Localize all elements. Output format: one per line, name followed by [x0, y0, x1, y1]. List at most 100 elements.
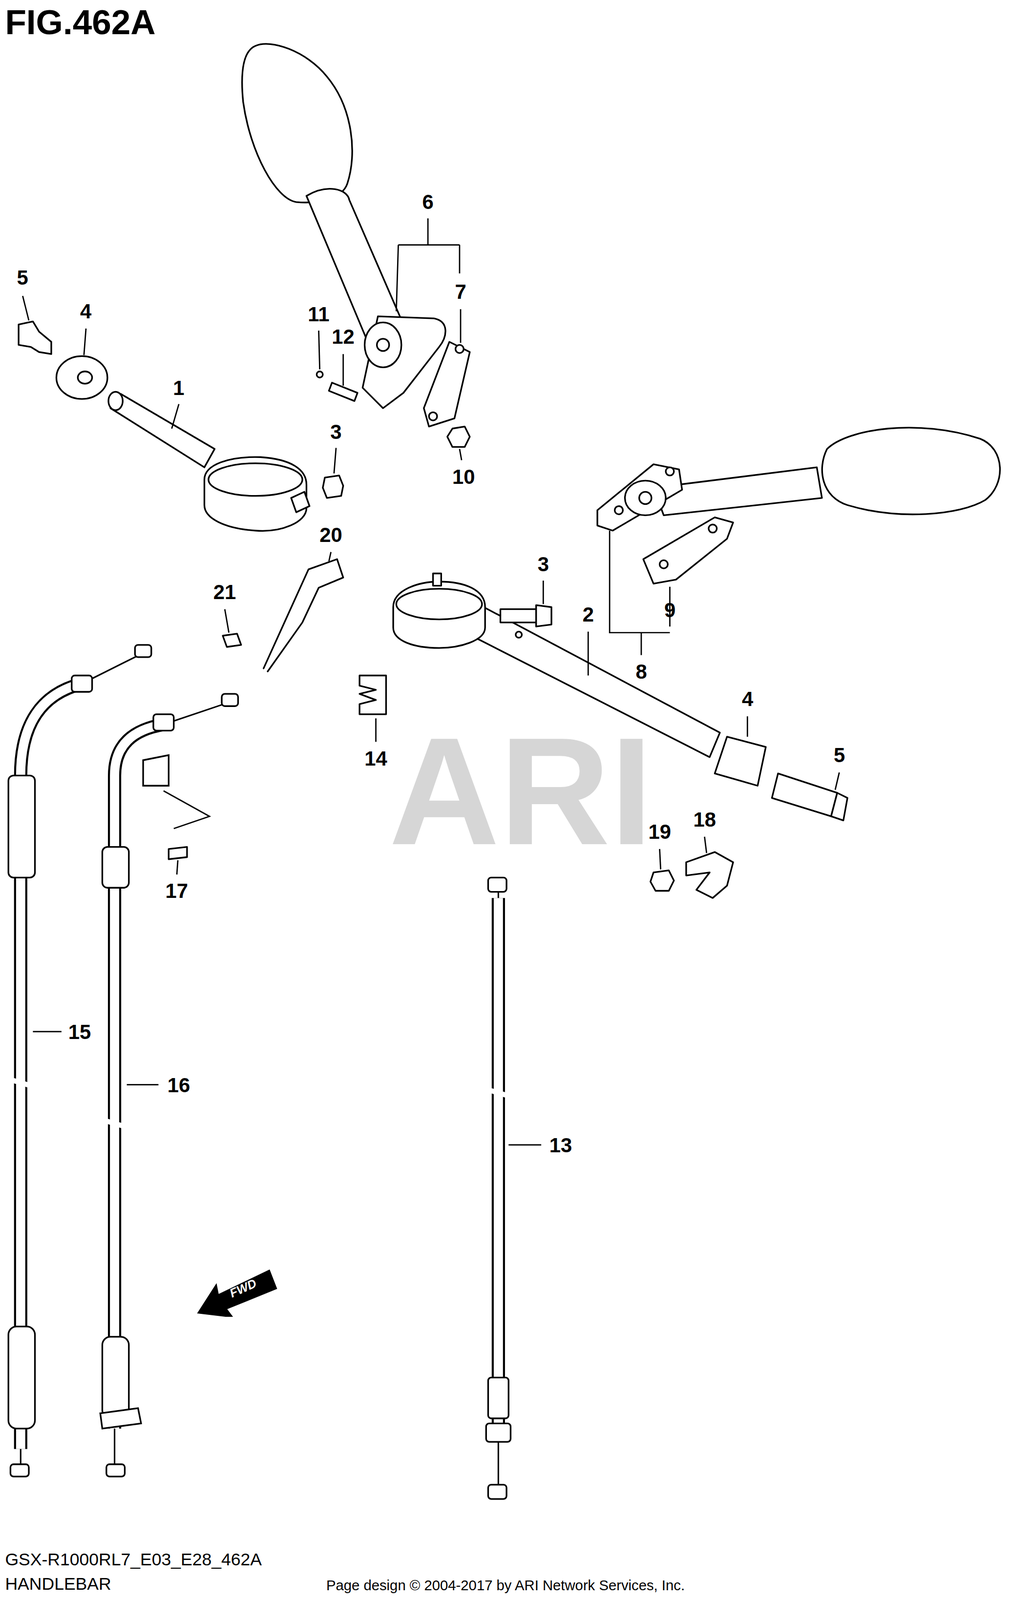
- callout-number: 14: [364, 748, 388, 770]
- callout-number: 4: [741, 689, 754, 710]
- callout-number: 13: [549, 1135, 573, 1157]
- drawing-part: [171, 404, 180, 429]
- drawing-part: [113, 1429, 116, 1471]
- drawing-part: [396, 589, 483, 620]
- drawing-part: [359, 675, 386, 715]
- drawing-part: [708, 524, 717, 533]
- drawing-part: [8, 775, 35, 878]
- callout-number: 8: [635, 661, 647, 683]
- callout-number: 3: [537, 554, 549, 575]
- drawing-part: [686, 852, 734, 899]
- callout-number: 6: [421, 191, 434, 213]
- model-code: GSX-R1000RL7_E03_E28_462A: [4, 1551, 262, 1570]
- drawing-part: [665, 467, 674, 476]
- drawing-part: [56, 356, 107, 400]
- drawing-part: [455, 344, 464, 354]
- drawing-part: [375, 718, 377, 742]
- drawing-part: [460, 309, 462, 343]
- drawing-part: [102, 847, 129, 889]
- drawing-part: [508, 1144, 542, 1147]
- drawing-part: [208, 463, 303, 497]
- drawing-part: [328, 552, 331, 562]
- drawing-part: [487, 877, 507, 892]
- drawing-part: [625, 480, 667, 516]
- drawing-part: [77, 371, 92, 384]
- drawing-part: [322, 475, 344, 499]
- copyright-note: Page design © 2004-2017 by ARI Network S…: [326, 1579, 685, 1594]
- drawing-part: [106, 1464, 126, 1477]
- drawing-part: [110, 394, 215, 468]
- drawing-part: [100, 1408, 142, 1430]
- drawing-part: [364, 322, 402, 368]
- drawing-part: [587, 631, 590, 676]
- drawing-part: [222, 633, 242, 648]
- drawing-part: [10, 1079, 509, 1127]
- drawing-part: [221, 694, 238, 707]
- drawing-part: [485, 1423, 511, 1443]
- drawing-part: [609, 530, 670, 633]
- drawing-part: [204, 457, 307, 531]
- page-caption: HANDLEBAR: [4, 1576, 111, 1594]
- callout-number: 17: [165, 881, 189, 902]
- callout-number: 2: [582, 604, 594, 626]
- drawing-part: [242, 43, 353, 203]
- figure-title: FIG.462A: [4, 4, 156, 40]
- drawing-part: [10, 1079, 31, 1087]
- drawing-part: [659, 560, 669, 569]
- callout-number: 5: [833, 745, 845, 766]
- callout-number: 3: [330, 421, 342, 443]
- callout-number: 18: [693, 809, 717, 831]
- callout-number: 20: [319, 525, 343, 546]
- drawing-part: [433, 573, 442, 587]
- callout-number: 5: [16, 267, 28, 289]
- drawing-part: [500, 609, 537, 623]
- callout-number: 12: [331, 326, 355, 348]
- drawing-part: [493, 898, 504, 1430]
- drawing-part: [22, 295, 29, 321]
- callout-number: 10: [452, 466, 476, 488]
- drawing-part: [536, 605, 552, 627]
- drawing-part: [126, 1084, 159, 1086]
- drawing-part: [153, 714, 174, 731]
- arrow-shape: [198, 1270, 277, 1318]
- drawing-part: [597, 464, 682, 531]
- callout-number: 11: [307, 304, 330, 325]
- drawing-part: [377, 338, 390, 352]
- drawing-part: [334, 447, 337, 474]
- callout-number: 1: [172, 378, 185, 399]
- drawing-part: [821, 427, 1000, 515]
- drawing-part: [393, 581, 485, 649]
- drawing-part: [168, 847, 188, 860]
- drawing-part: [746, 716, 749, 738]
- drawing-part: [318, 330, 320, 370]
- drawing-part: [71, 675, 93, 693]
- callout-number: 15: [68, 1022, 92, 1043]
- drawing-part: [102, 1337, 129, 1419]
- drawing-part: [643, 517, 734, 585]
- drawing-part: [650, 870, 674, 892]
- drawing-part: [143, 755, 169, 787]
- drawing-part: [396, 218, 460, 312]
- drawing-part: [704, 837, 707, 854]
- drawing-part: [18, 321, 52, 355]
- drawing-part: [515, 631, 523, 639]
- callout-number: 7: [454, 281, 466, 303]
- drawing-part: [163, 791, 210, 829]
- drawing-part: [640, 632, 643, 656]
- drawing-part: [10, 1464, 29, 1477]
- drawing-part: [487, 1485, 507, 1500]
- drawing-part: [659, 849, 661, 870]
- drawing-part: [342, 354, 344, 386]
- callout-number: 9: [664, 600, 676, 621]
- drawing-part: [108, 392, 123, 411]
- drawing-part: [316, 371, 323, 379]
- drawing-part: [614, 506, 624, 515]
- direction-arrow: FWD: [195, 1254, 278, 1318]
- callout-number: 16: [167, 1075, 191, 1096]
- drawing-part: [491, 898, 506, 1430]
- drawing-part: [104, 1120, 126, 1128]
- callout-number: 21: [213, 582, 237, 603]
- drawing-part: [835, 772, 840, 791]
- drawing-part: [114, 724, 164, 1430]
- drawing-part: [423, 341, 470, 427]
